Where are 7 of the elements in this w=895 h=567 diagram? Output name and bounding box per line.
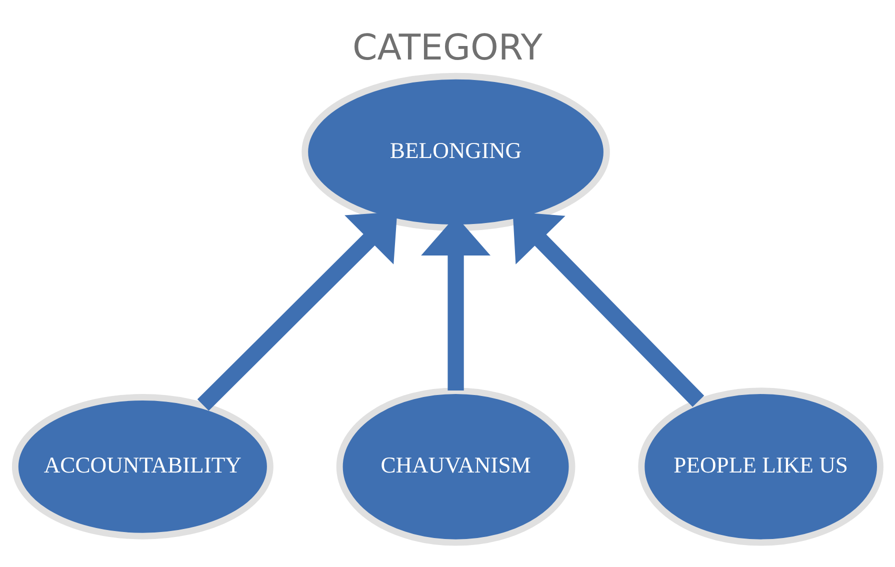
node-ellipse: PEOPLE LIKE US bbox=[638, 388, 884, 546]
arrow bbox=[197, 212, 398, 411]
node-ellipse: ACCOUNTABILITY bbox=[12, 394, 274, 540]
node-ellipse: CHAUVANISM bbox=[336, 388, 576, 546]
node-ellipse: BELONGING bbox=[302, 72, 610, 232]
arrow bbox=[512, 212, 704, 407]
diagram-title: CATEGORY bbox=[352, 27, 542, 68]
